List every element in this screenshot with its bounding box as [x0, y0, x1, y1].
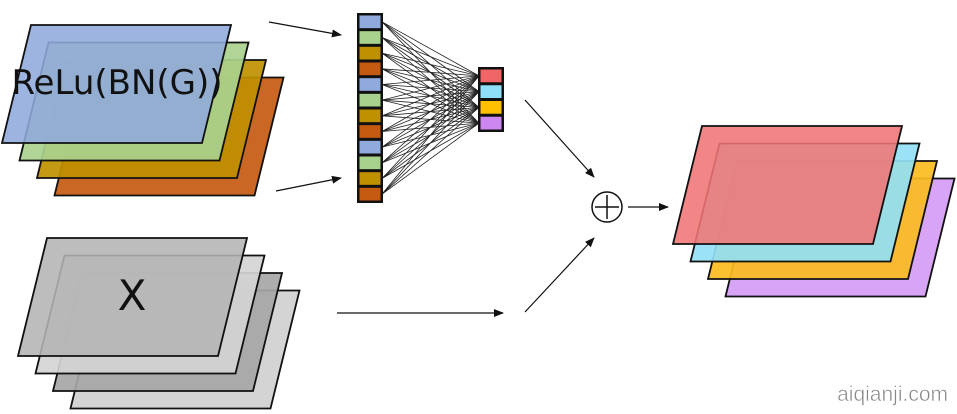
pooled-vector-cell	[359, 78, 381, 91]
fc-connection	[381, 75, 480, 164]
fc-connection	[381, 68, 480, 77]
watermark: aiqianji.com	[837, 383, 948, 406]
gated-feature-stack	[0, 24, 285, 197]
pooled-vector-cell	[359, 125, 381, 138]
fc-output-vector-cell	[480, 116, 502, 130]
gated-input-label: ReLu(BN(G))	[11, 63, 222, 103]
pooled-vector-cell	[359, 31, 381, 44]
fc-connection	[381, 37, 480, 77]
fc-connection	[381, 75, 480, 179]
fc-connection	[381, 75, 480, 117]
fc-connection	[381, 75, 480, 101]
fc-connection	[381, 75, 480, 195]
pooled-vector-cell	[359, 187, 381, 201]
output-feature-stack	[671, 125, 956, 298]
pooled-vector-cell	[359, 140, 381, 154]
fc-output-vector	[478, 67, 504, 132]
fc-output-vector-cell	[480, 69, 502, 83]
fc-connection	[381, 107, 480, 195]
pooled-vector-cell	[359, 109, 381, 123]
gated-feature-plane	[0, 24, 233, 144]
pooled-vector-cell	[359, 15, 381, 29]
pooled-vector-cell	[359, 46, 381, 60]
fully-connected-lines	[381, 21, 480, 195]
fc-connection	[381, 122, 480, 195]
fc-connection	[381, 52, 480, 77]
fc-connection	[381, 75, 480, 148]
residual-input-label: X	[118, 271, 147, 320]
pooled-vector-cell	[359, 93, 381, 107]
arrows	[268, 21, 669, 317]
fc-connection	[381, 91, 480, 195]
arrow-input-to-sum	[524, 237, 595, 313]
fc-connection	[381, 75, 480, 132]
fc-output-vector-cell	[480, 85, 502, 98]
arrow-gated-to-vector-bottom	[275, 175, 342, 192]
input-feature-plane	[16, 237, 249, 357]
pooled-vector-border	[357, 13, 383, 203]
pooled-vector-cell	[359, 172, 381, 185]
arrow-gated-to-vector-top	[268, 21, 342, 38]
arrow-fc-to-sum	[524, 99, 595, 178]
input-feature-stack	[16, 237, 301, 410]
fc-output-vector-cell	[480, 101, 502, 114]
pooled-vector	[357, 13, 383, 203]
pooled-vector-cell	[359, 156, 381, 170]
fc-connection	[381, 21, 480, 77]
output-feature-plane	[671, 125, 904, 245]
pooled-vector-cell	[359, 62, 381, 76]
sum-operator-icon	[591, 191, 623, 223]
fc-connection	[381, 75, 480, 85]
